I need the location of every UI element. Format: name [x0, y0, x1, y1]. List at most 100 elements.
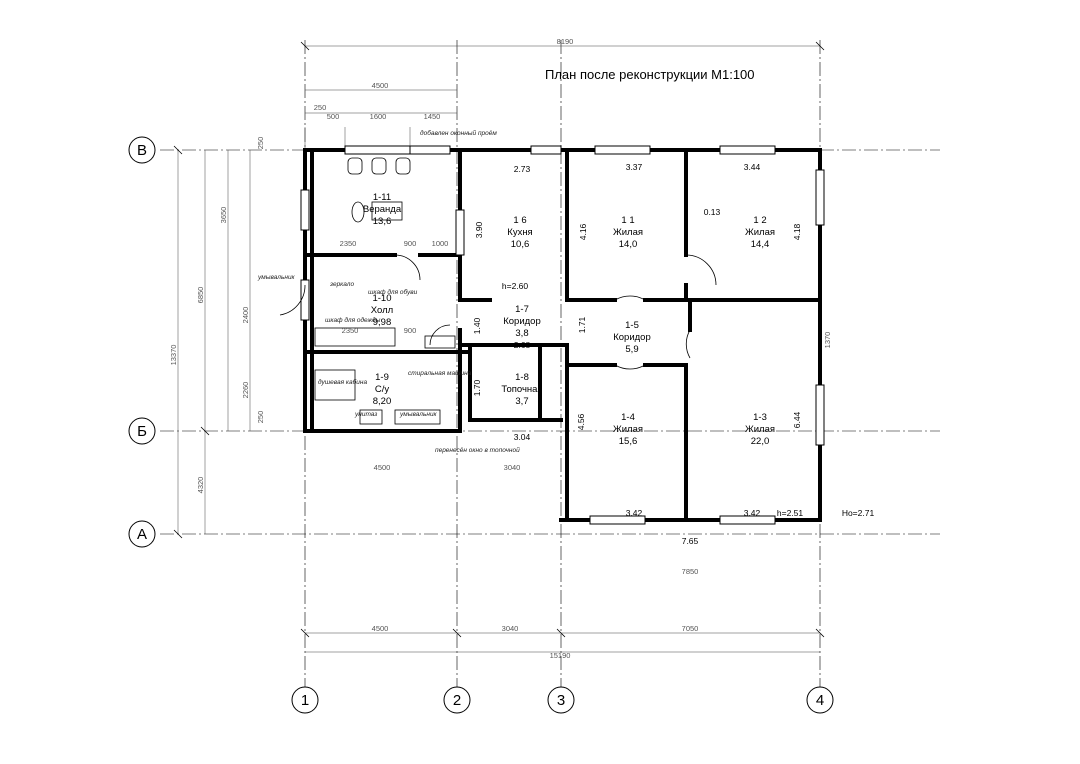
svg-text:1 2: 1 2: [753, 215, 766, 226]
svg-text:7.65: 7.65: [682, 536, 699, 546]
svg-text:1: 1: [301, 692, 309, 709]
svg-text:h=2.51: h=2.51: [777, 508, 804, 518]
axis-bubble-a: А: [128, 520, 156, 548]
svg-text:Коридор: Коридор: [613, 332, 651, 343]
svg-text:А: А: [137, 526, 147, 543]
svg-text:Коридор: Коридор: [503, 316, 541, 327]
axis-bubble-b: Б: [128, 417, 156, 445]
svg-text:3040: 3040: [502, 624, 519, 633]
svg-text:2350: 2350: [342, 326, 359, 335]
svg-text:2260: 2260: [241, 382, 250, 399]
svg-text:1-5: 1-5: [625, 320, 639, 331]
svg-text:1.40: 1.40: [472, 317, 482, 334]
svg-text:3,7: 3,7: [515, 396, 528, 407]
windows: [300, 145, 825, 525]
svg-text:шкаф для одежды: шкаф для одежды: [325, 316, 381, 324]
svg-text:Топочная: Топочная: [501, 384, 542, 395]
svg-text:добавлен оконный проём: добавлен оконный проём: [420, 129, 497, 137]
svg-text:3040: 3040: [504, 463, 521, 472]
room-label-living-3: 1-3 Жилая 22,0: [745, 412, 775, 447]
svg-text:1.70: 1.70: [472, 379, 482, 396]
svg-text:14,4: 14,4: [751, 239, 770, 250]
room-label-veranda: 1-11 Веранда 13,6: [363, 192, 402, 227]
dimension-ticks: [173, 41, 825, 638]
svg-text:3.44: 3.44: [744, 162, 761, 172]
svg-text:13370: 13370: [169, 345, 178, 366]
svg-text:Жилая: Жилая: [745, 424, 775, 435]
inner-dimensions: 2350 900 1000 2350 900 4500 3040: [340, 239, 521, 472]
svg-text:3650: 3650: [219, 207, 228, 224]
dimension-lines-left: 13370 6850 4320 3650 2400 2260 250 250 1…: [169, 137, 832, 534]
svg-text:Жилая: Жилая: [613, 227, 643, 238]
svg-text:4.16: 4.16: [578, 223, 588, 240]
svg-text:15,6: 15,6: [619, 436, 638, 447]
svg-text:3.42: 3.42: [626, 508, 643, 518]
svg-text:7850: 7850: [682, 567, 699, 576]
svg-text:3.90: 3.90: [474, 221, 484, 238]
svg-text:4.18: 4.18: [792, 223, 802, 240]
svg-text:4500: 4500: [374, 463, 391, 472]
svg-text:умывальник: умывальник: [399, 411, 438, 418]
room-dimensions: 2.73 3.37 3.44 3.90 4.16 0.13 4.18 h=2.6…: [472, 162, 874, 546]
svg-text:шкаф для обуви: шкаф для обуви: [368, 288, 418, 296]
dimension-lines-bottom: 4500 3040 7050 15190 7850: [305, 567, 820, 660]
room-label-boiler: 1-8 Топочная 3,7: [501, 372, 542, 407]
svg-text:15190: 15190: [550, 651, 571, 660]
svg-text:9,98: 9,98: [373, 317, 392, 328]
room-label-kitchen: 1 6 Кухня 10,6: [507, 215, 532, 250]
svg-text:умывальник: умывальник: [257, 274, 296, 281]
svg-text:Б: Б: [137, 423, 147, 440]
svg-text:Но=2.71: Но=2.71: [842, 508, 875, 518]
svg-text:1370: 1370: [823, 332, 832, 349]
svg-text:зеркало: зеркало: [329, 281, 354, 288]
svg-text:стиральная машина: стиральная машина: [408, 370, 472, 377]
dimension-lines-top: 8190 4500 250 500 1600 1450: [304, 37, 820, 148]
svg-text:В: В: [137, 142, 147, 159]
svg-text:Холл: Холл: [371, 305, 393, 316]
svg-text:5,9: 5,9: [625, 344, 638, 355]
svg-text:1-11: 1-11: [373, 192, 391, 203]
bathroom-fixtures: [314, 327, 456, 425]
svg-text:душевая кабина: душевая кабина: [318, 378, 367, 386]
svg-text:1-7: 1-7: [515, 304, 529, 315]
svg-text:22,0: 22,0: [751, 436, 770, 447]
svg-text:4.56: 4.56: [576, 413, 586, 430]
svg-text:0.13: 0.13: [704, 207, 721, 217]
veranda-furniture: [347, 157, 411, 223]
axis-bubble-4: 4: [806, 686, 834, 714]
svg-text:500: 500: [327, 112, 340, 121]
room-label-corridor: 1-5 Коридор 5,9: [613, 320, 651, 355]
svg-text:900: 900: [404, 326, 417, 335]
svg-text:3: 3: [557, 692, 565, 709]
svg-text:4500: 4500: [372, 624, 389, 633]
svg-text:h=2.60: h=2.60: [502, 281, 529, 291]
svg-text:1.71: 1.71: [577, 316, 587, 333]
walls: [303, 148, 822, 522]
svg-text:1-4: 1-4: [621, 412, 635, 423]
svg-text:С/у: С/у: [375, 384, 390, 395]
svg-text:Жилая: Жилая: [745, 227, 775, 238]
svg-text:Кухня: Кухня: [507, 227, 532, 238]
svg-text:2350: 2350: [340, 239, 357, 248]
svg-text:Жилая: Жилая: [613, 424, 643, 435]
svg-text:2.73: 2.73: [514, 164, 531, 174]
svg-text:унитаз: унитаз: [354, 411, 377, 418]
room-label-living-4: 1-4 Жилая 15,6: [613, 412, 643, 447]
svg-text:1 6: 1 6: [513, 215, 526, 226]
svg-text:250: 250: [256, 411, 265, 424]
svg-text:4500: 4500: [372, 81, 389, 90]
axis-bubble-2: 2: [443, 686, 471, 714]
door-swings: [279, 254, 717, 370]
svg-text:1-8: 1-8: [515, 372, 529, 383]
svg-text:8190: 8190: [557, 37, 574, 46]
room-label-bathroom: 1-9 С/у 8,20: [373, 372, 392, 407]
svg-text:250: 250: [314, 103, 327, 112]
svg-text:2400: 2400: [241, 307, 250, 324]
svg-text:14,0: 14,0: [619, 239, 638, 250]
svg-text:1-10: 1-10: [372, 293, 391, 304]
annotations: добавлен оконный проём зеркало умывальни…: [257, 129, 520, 454]
svg-text:10,6: 10,6: [511, 239, 530, 250]
room-label-living-1: 1 1 Жилая 14,0: [613, 215, 643, 250]
svg-text:1-3: 1-3: [753, 412, 767, 423]
